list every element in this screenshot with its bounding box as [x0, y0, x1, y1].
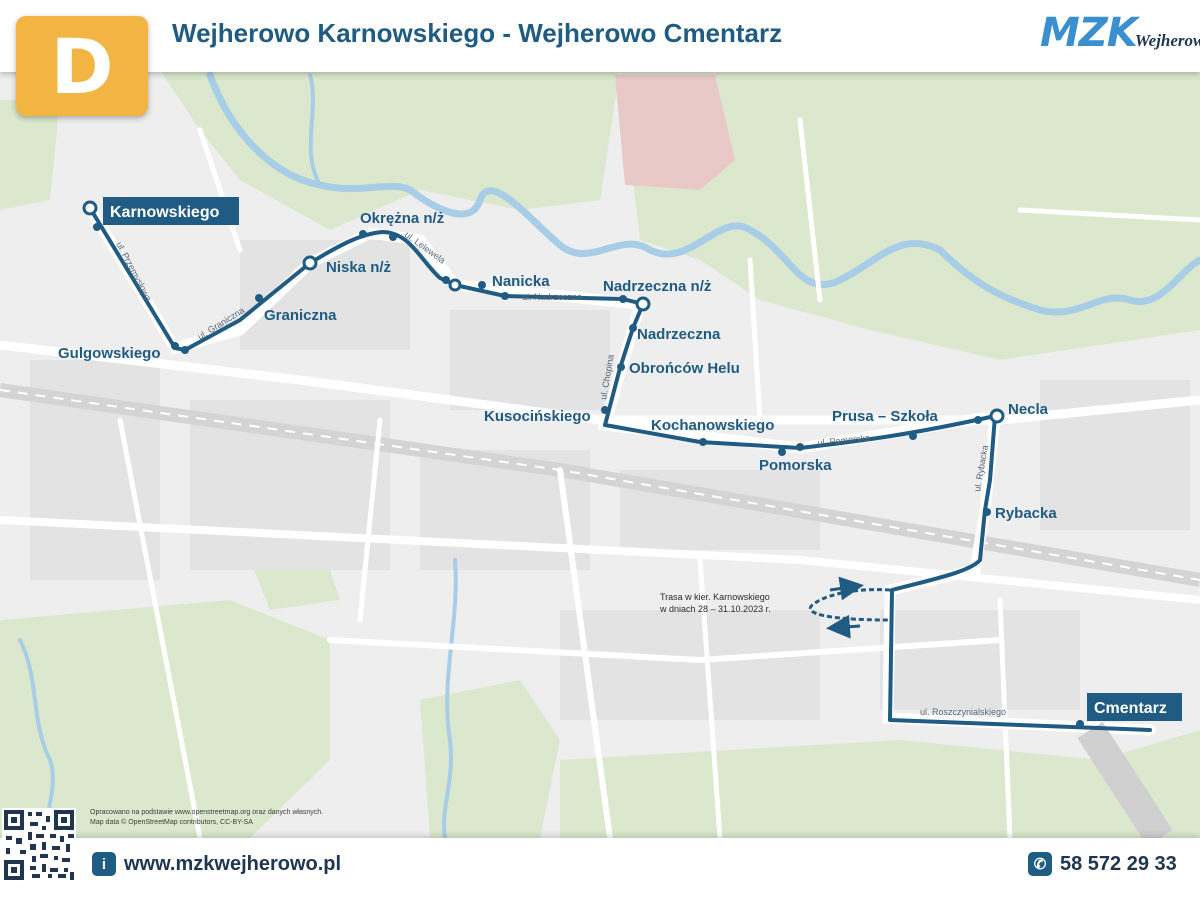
- stop-label-prusa[interactable]: Prusa – Szkoła: [832, 408, 939, 425]
- street-label-roszczynialskiego: ul. Roszczynialskiego: [920, 707, 1006, 717]
- detour-note-line1: Trasa w kier. Karnowskiego: [660, 592, 770, 602]
- qr-code-icon[interactable]: [2, 808, 76, 882]
- stop-dot[interactable]: [617, 363, 625, 371]
- stop-label-karnowskiego[interactable]: Karnowskiego: [110, 204, 220, 221]
- stop-dot[interactable]: [93, 223, 101, 231]
- stop-dot[interactable]: [359, 230, 367, 238]
- stop-dot[interactable]: [796, 443, 804, 451]
- mzk-logo: MZKWejherowo: [1040, 10, 1200, 56]
- street-label-nadrzeczna: ul. Nadrzeczna: [522, 292, 582, 302]
- stop-label-kusocinskiego[interactable]: Kusocińskiego: [484, 408, 591, 425]
- stop-label-kochanowskiego[interactable]: Kochanowskiego: [651, 417, 774, 434]
- phone-text[interactable]: 58 572 29 33: [1060, 852, 1177, 875]
- stop-dot[interactable]: [601, 406, 609, 414]
- stop-dot[interactable]: [974, 416, 982, 424]
- stop-dot[interactable]: [1076, 720, 1084, 728]
- website-link[interactable]: i www.mzkwejherowo.pl: [92, 852, 341, 876]
- terminus-markers: [82, 200, 1005, 424]
- stop-dot[interactable]: [619, 295, 627, 303]
- stop-label-okrezna[interactable]: Okrężna n/ż: [360, 210, 444, 227]
- phone-icon: ✆: [1028, 852, 1052, 876]
- info-icon: i: [92, 852, 116, 876]
- stop-label-cmentarz[interactable]: Cmentarz: [1094, 700, 1167, 717]
- detour-loop: [808, 576, 891, 639]
- website-text[interactable]: www.mzkwejherowo.pl: [124, 852, 342, 875]
- logo-city: Wejherowo: [1134, 31, 1200, 50]
- stop-dot[interactable]: [629, 324, 637, 332]
- stop-dot[interactable]: [983, 508, 991, 516]
- logo-main: MZK: [1040, 10, 1138, 56]
- cemetery-road: [1077, 721, 1173, 847]
- page-title: Wejherowo Karnowskiego - Wejherowo Cment…: [172, 18, 783, 48]
- hospital-area: [615, 75, 735, 190]
- header-bar: [0, 0, 1200, 72]
- detour-note-line2: w dniach 28 – 31.10.2023 r.: [659, 604, 771, 614]
- stop-dot[interactable]: [255, 294, 263, 302]
- hub-niska[interactable]: [302, 255, 318, 271]
- stop-label-nadrzeczna[interactable]: Nadrzeczna: [637, 326, 721, 343]
- stop-dot[interactable]: [389, 233, 397, 241]
- stop-dot[interactable]: [699, 438, 707, 446]
- stop-markers: [93, 223, 1084, 728]
- stop-dot[interactable]: [181, 346, 189, 354]
- stop-label-nanicka[interactable]: Nanicka: [492, 273, 550, 290]
- stop-label-obroncow-helu[interactable]: Obrońców Helu: [629, 360, 740, 377]
- hub-nadrzeczna-nz[interactable]: [635, 296, 651, 312]
- attribution-line-1: Opracowano na podstawie www.openstreetma…: [90, 809, 324, 816]
- stop-label-pomorska[interactable]: Pomorska: [759, 457, 832, 474]
- attribution-line-2: Map data © OpenStreetMap contributors, C…: [90, 819, 253, 826]
- stop-dot[interactable]: [442, 276, 450, 284]
- stop-label-rybacka[interactable]: Rybacka: [995, 505, 1057, 522]
- karnowskiego-box: [103, 197, 239, 225]
- terminus-karnowskiego[interactable]: [82, 200, 98, 216]
- stop-dot[interactable]: [478, 281, 486, 289]
- stop-label-gulgowskiego[interactable]: Gulgowskiego: [58, 345, 161, 362]
- stop-dot[interactable]: [778, 448, 786, 456]
- stop-dot[interactable]: [501, 292, 509, 300]
- hub-nanicka[interactable]: [448, 278, 462, 292]
- stop-label-graniczna[interactable]: Graniczna: [264, 307, 337, 324]
- phone-link[interactable]: ✆ 58 572 29 33: [1028, 852, 1177, 876]
- map-attribution: Opracowano na podstawie www.openstreetma…: [90, 808, 323, 828]
- stop-label-nadrzeczna-nz[interactable]: Nadrzeczna n/ż: [603, 278, 711, 295]
- stop-dot[interactable]: [909, 432, 917, 440]
- cmentarz-box: [1087, 693, 1182, 721]
- footer-bar: [0, 838, 1200, 900]
- line-badge: D: [16, 16, 148, 116]
- stop-label-necla[interactable]: Necla: [1008, 401, 1049, 418]
- stop-dot[interactable]: [171, 342, 179, 350]
- terminus-necla[interactable]: [989, 408, 1005, 424]
- stop-label-niska[interactable]: Niska n/ż: [326, 259, 391, 276]
